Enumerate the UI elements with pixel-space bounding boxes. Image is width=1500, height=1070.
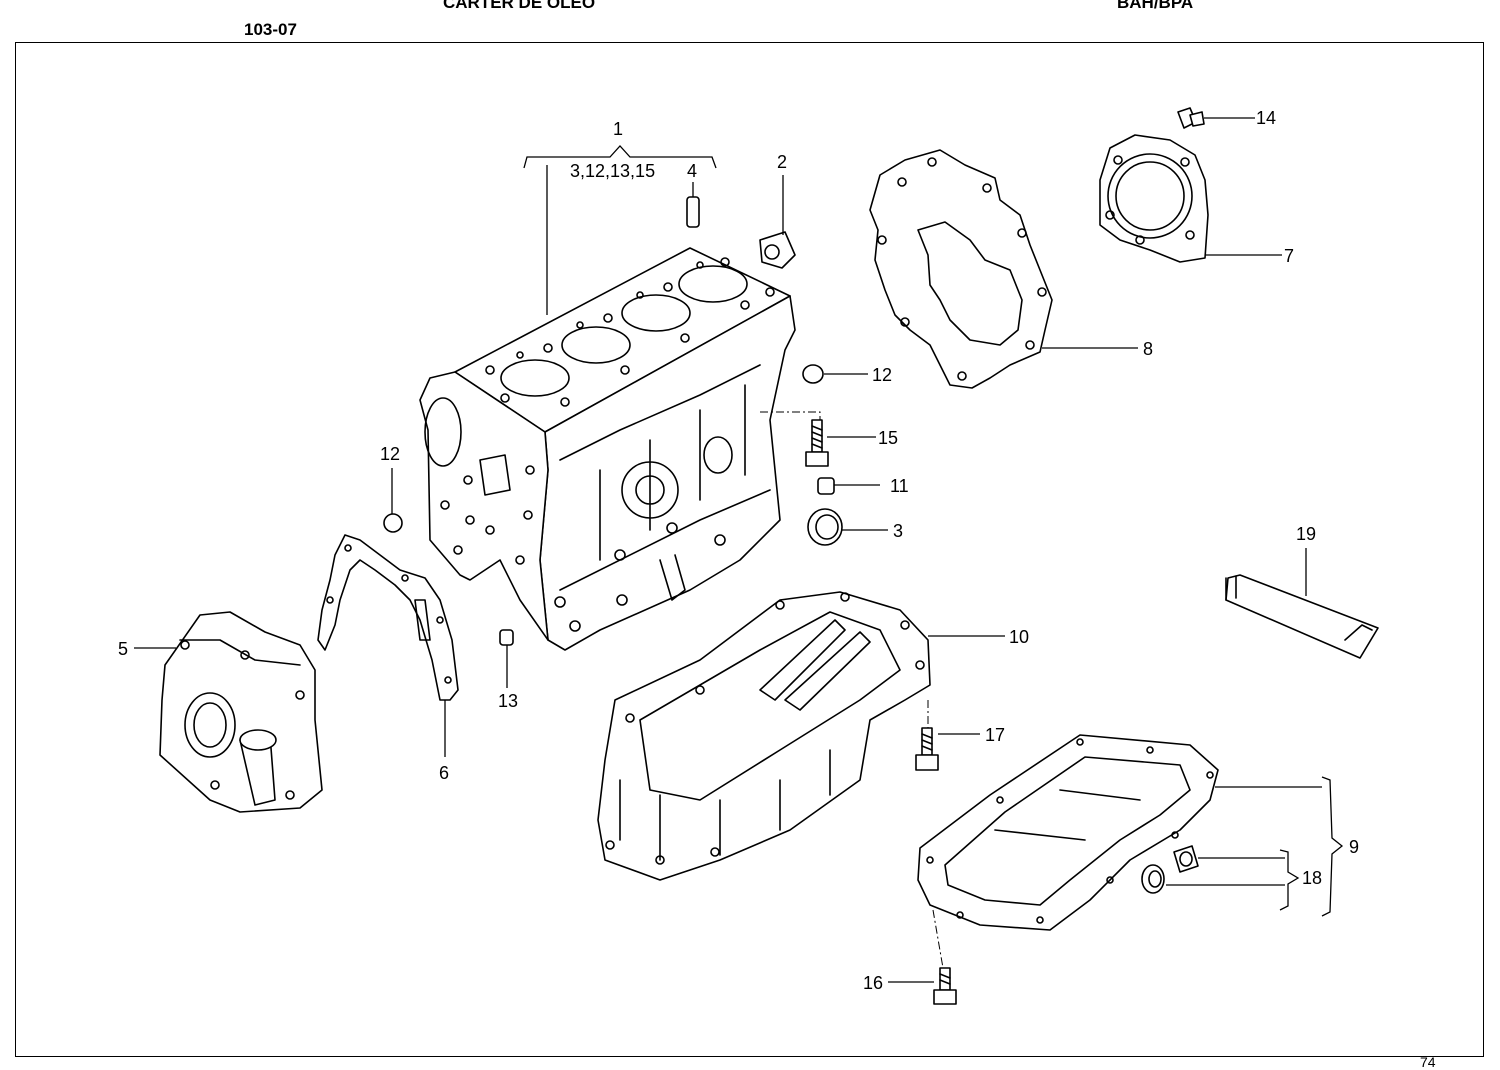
- callout-3: 3: [893, 521, 903, 541]
- part-6-gasket[interactable]: [317, 534, 459, 701]
- part-4-dowel-pin[interactable]: [686, 196, 700, 228]
- part-5-front-housing[interactable]: [159, 611, 323, 813]
- callout-11: 11: [890, 476, 909, 496]
- part-16-bolt[interactable]: [933, 967, 957, 1005]
- callout-10: 10: [1009, 627, 1029, 647]
- callout-8: 8: [1143, 339, 1153, 359]
- callout-14: 14: [1256, 108, 1276, 128]
- section-number: 103-07: [244, 20, 297, 39]
- callout-13: 13: [498, 691, 518, 711]
- part-19-sealant-tube[interactable]: [1225, 574, 1379, 659]
- diagram-frame: [15, 42, 1484, 1057]
- callout-12-lower: 12: [380, 444, 400, 464]
- part-17-bolt[interactable]: [915, 727, 939, 771]
- callout-9: 9: [1349, 837, 1359, 857]
- part-13-dowel[interactable]: [499, 629, 514, 646]
- callout-12-upper: 12: [872, 365, 892, 385]
- callout-16: 16: [863, 973, 883, 993]
- leader-lines: [134, 117, 1344, 983]
- part-11-sleeve[interactable]: [817, 477, 835, 495]
- callout-1-includes: 3,12,13,15: [570, 161, 655, 181]
- callout-2: 2: [777, 152, 787, 172]
- part-8-gasket[interactable]: [869, 149, 1053, 389]
- engine-block[interactable]: [419, 247, 796, 651]
- part-10-oil-pan-upper[interactable]: [597, 591, 931, 881]
- part-18-drain-plug[interactable]: [1141, 845, 1199, 894]
- part-15-bolt[interactable]: [805, 419, 829, 467]
- part-12-plug-lower[interactable]: [383, 513, 403, 533]
- callout-15: 15: [878, 428, 898, 448]
- part-2-cap[interactable]: [759, 231, 796, 269]
- callout-19: 19: [1296, 524, 1316, 544]
- part-3-seal-ring[interactable]: [807, 508, 843, 546]
- callout-18: 18: [1302, 868, 1322, 888]
- page-title: CARTER DE OLEO: [443, 0, 596, 12]
- part-9-oil-pan-lower[interactable]: [917, 734, 1219, 931]
- callout-1: 1: [613, 119, 623, 139]
- part-12-plug-upper[interactable]: [802, 364, 824, 384]
- part-14-bolt[interactable]: [1177, 107, 1205, 129]
- callout-17: 17: [985, 725, 1005, 745]
- part-7-seal-carrier[interactable]: [1099, 134, 1209, 263]
- callout-4: 4: [687, 161, 697, 181]
- callout-6: 6: [439, 763, 449, 783]
- callout-7: 7: [1284, 246, 1294, 266]
- engine-code: BAH/BPA: [1117, 0, 1194, 12]
- callout-5: 5: [118, 639, 128, 659]
- callout-labels: 1 3,12,13,15 4 2 14 7 8 12 15 11 3 12 5 …: [118, 108, 1359, 993]
